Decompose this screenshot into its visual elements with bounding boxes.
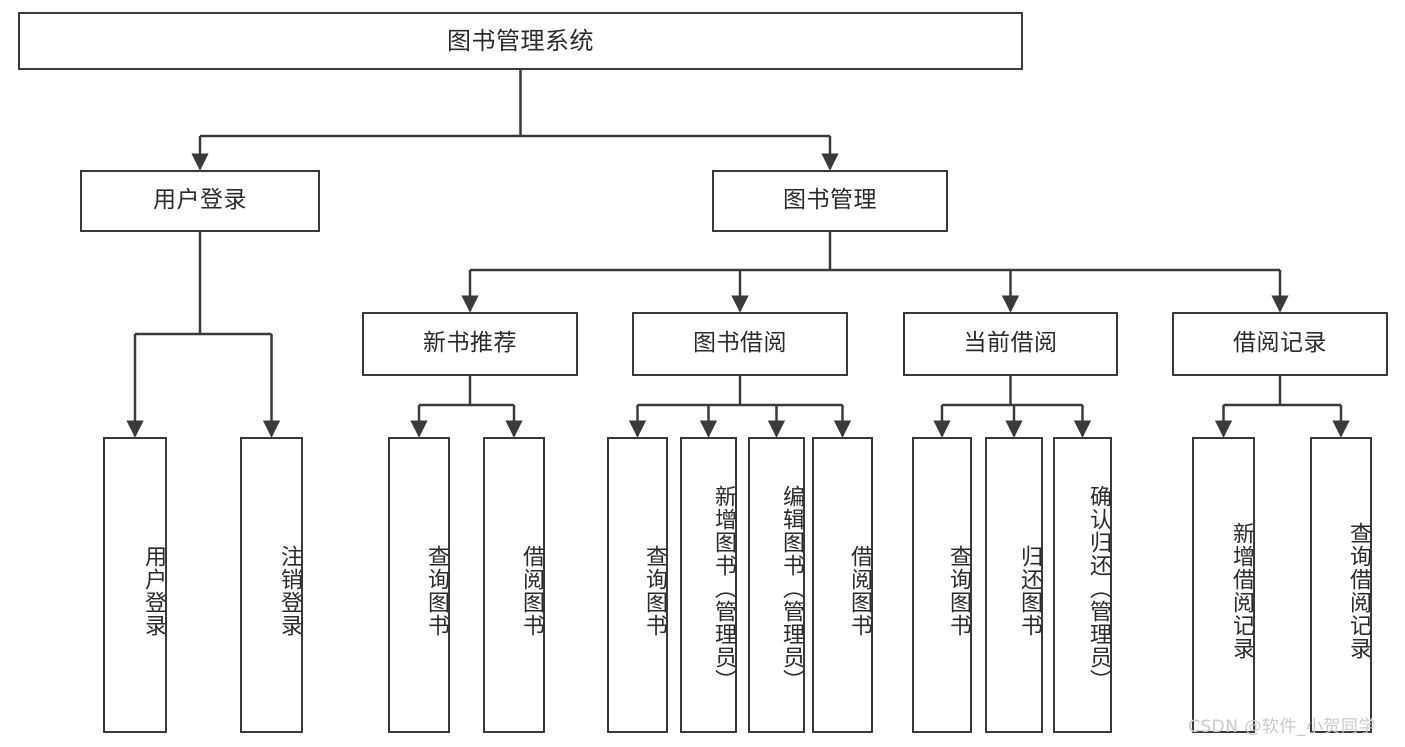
leaf-add-book-admin[interactable]: 新增图书（管理员） xyxy=(680,437,737,733)
leaf-query-book-current-label: 查询图书 xyxy=(946,545,971,637)
leaf-add-book-admin-label: 新增图书（管理员） xyxy=(711,484,736,692)
leaf-borrow-book-label: 借阅图书 xyxy=(847,545,872,637)
leaf-return-book[interactable]: 归还图书 xyxy=(985,437,1043,733)
leaf-query-book-recommend[interactable]: 查询图书 xyxy=(388,437,450,733)
node-current-borrow[interactable]: 当前借阅 xyxy=(903,312,1118,376)
node-current-borrow-label: 当前借阅 xyxy=(963,330,1058,357)
leaf-query-borrow-record[interactable]: 查询借阅记录 xyxy=(1310,437,1372,733)
node-new-book-recommend-label: 新书推荐 xyxy=(423,330,517,357)
leaf-query-book-borrow[interactable]: 查询图书 xyxy=(607,437,668,733)
leaf-borrow-book-recommend[interactable]: 借阅图书 xyxy=(483,437,545,733)
node-root-label: 图书管理系统 xyxy=(447,26,594,55)
node-user-login[interactable]: 用户登录 xyxy=(80,170,320,232)
leaf-query-book-current[interactable]: 查询图书 xyxy=(912,437,972,733)
leaf-query-book-borrow-label: 查询图书 xyxy=(642,545,667,637)
leaf-borrow-book-recommend-label: 借阅图书 xyxy=(519,545,544,637)
leaf-logout[interactable]: 注销登录 xyxy=(240,437,303,733)
node-book-management[interactable]: 图书管理 xyxy=(712,170,948,232)
leaf-user-login[interactable]: 用户登录 xyxy=(103,437,167,733)
node-book-borrow-label: 图书借阅 xyxy=(693,330,787,357)
node-book-borrow[interactable]: 图书借阅 xyxy=(632,312,848,376)
leaf-query-book-recommend-label: 查询图书 xyxy=(424,545,449,637)
node-borrow-record[interactable]: 借阅记录 xyxy=(1172,312,1388,376)
node-borrow-record-label: 借阅记录 xyxy=(1233,330,1327,357)
leaf-edit-book-admin[interactable]: 编辑图书（管理员） xyxy=(748,437,805,733)
leaf-add-borrow-record[interactable]: 新增借阅记录 xyxy=(1192,437,1255,733)
node-new-book-recommend[interactable]: 新书推荐 xyxy=(362,312,578,376)
leaf-return-book-label: 归还图书 xyxy=(1017,545,1042,637)
leaf-logout-label: 注销登录 xyxy=(277,545,302,637)
leaf-confirm-return-admin[interactable]: 确认归还（管理员） xyxy=(1053,437,1112,733)
node-root[interactable]: 图书管理系统 xyxy=(18,12,1023,70)
leaf-query-borrow-record-label: 查询借阅记录 xyxy=(1346,522,1371,660)
leaf-edit-book-admin-label: 编辑图书（管理员） xyxy=(779,484,804,692)
leaf-confirm-return-admin-label: 确认归还（管理员） xyxy=(1086,484,1111,692)
watermark: CSDN @软件_小贺同学 xyxy=(1188,717,1376,737)
leaf-user-login-label: 用户登录 xyxy=(141,545,166,637)
leaf-add-borrow-record-label: 新增借阅记录 xyxy=(1229,522,1254,660)
node-user-login-label: 用户登录 xyxy=(153,187,247,214)
node-book-management-label: 图书管理 xyxy=(783,187,877,214)
leaf-borrow-book[interactable]: 借阅图书 xyxy=(812,437,873,733)
